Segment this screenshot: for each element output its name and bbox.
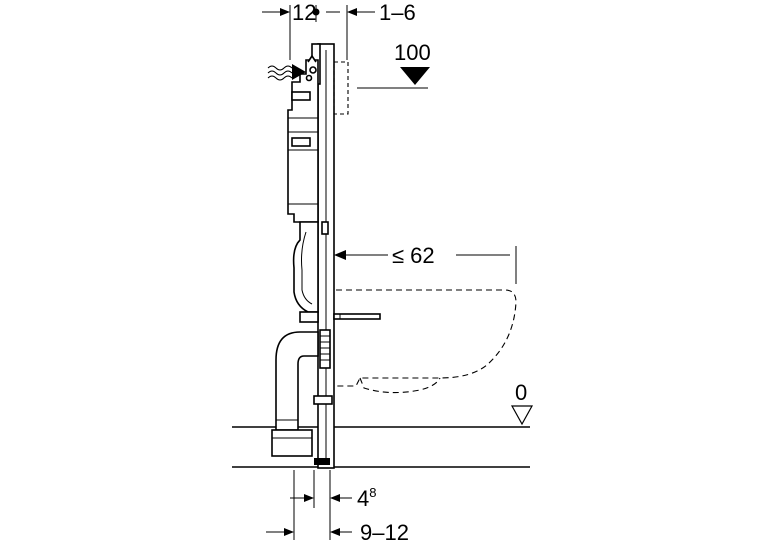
dim-projection: ≤ 62: [392, 243, 435, 268]
dim-top-left: 12: [292, 0, 316, 25]
height-marker-group: 100: [357, 40, 431, 89]
bottom-upper-dimension-group: 48: [290, 470, 376, 511]
dim-bottom-upper: 48: [357, 485, 376, 511]
cistern: [287, 54, 319, 223]
dim-bottom-lower: 9–12: [360, 520, 409, 545]
actuator-plate-outline: [333, 61, 349, 115]
projection-dimension-group: ≤ 62: [334, 243, 517, 284]
water-supply-icon: [267, 64, 306, 81]
connection-piece: [313, 329, 333, 405]
wc-bowl-outline: [336, 289, 517, 394]
fixing-rod: [333, 313, 381, 320]
centre-dot-icon: [312, 8, 320, 16]
waste-pipe-bend: [271, 331, 319, 457]
dim-height-mark: 100: [394, 40, 431, 65]
dim-floor-mark: 0: [515, 380, 527, 405]
top-dimension-group: 12 1–6: [262, 0, 416, 60]
bottom-lower-dimension-group: 9–12: [266, 470, 409, 545]
dim-top-right: 1–6: [379, 0, 416, 25]
floor-marker-group: 0: [510, 380, 534, 426]
flush-pipe: [292, 221, 319, 323]
